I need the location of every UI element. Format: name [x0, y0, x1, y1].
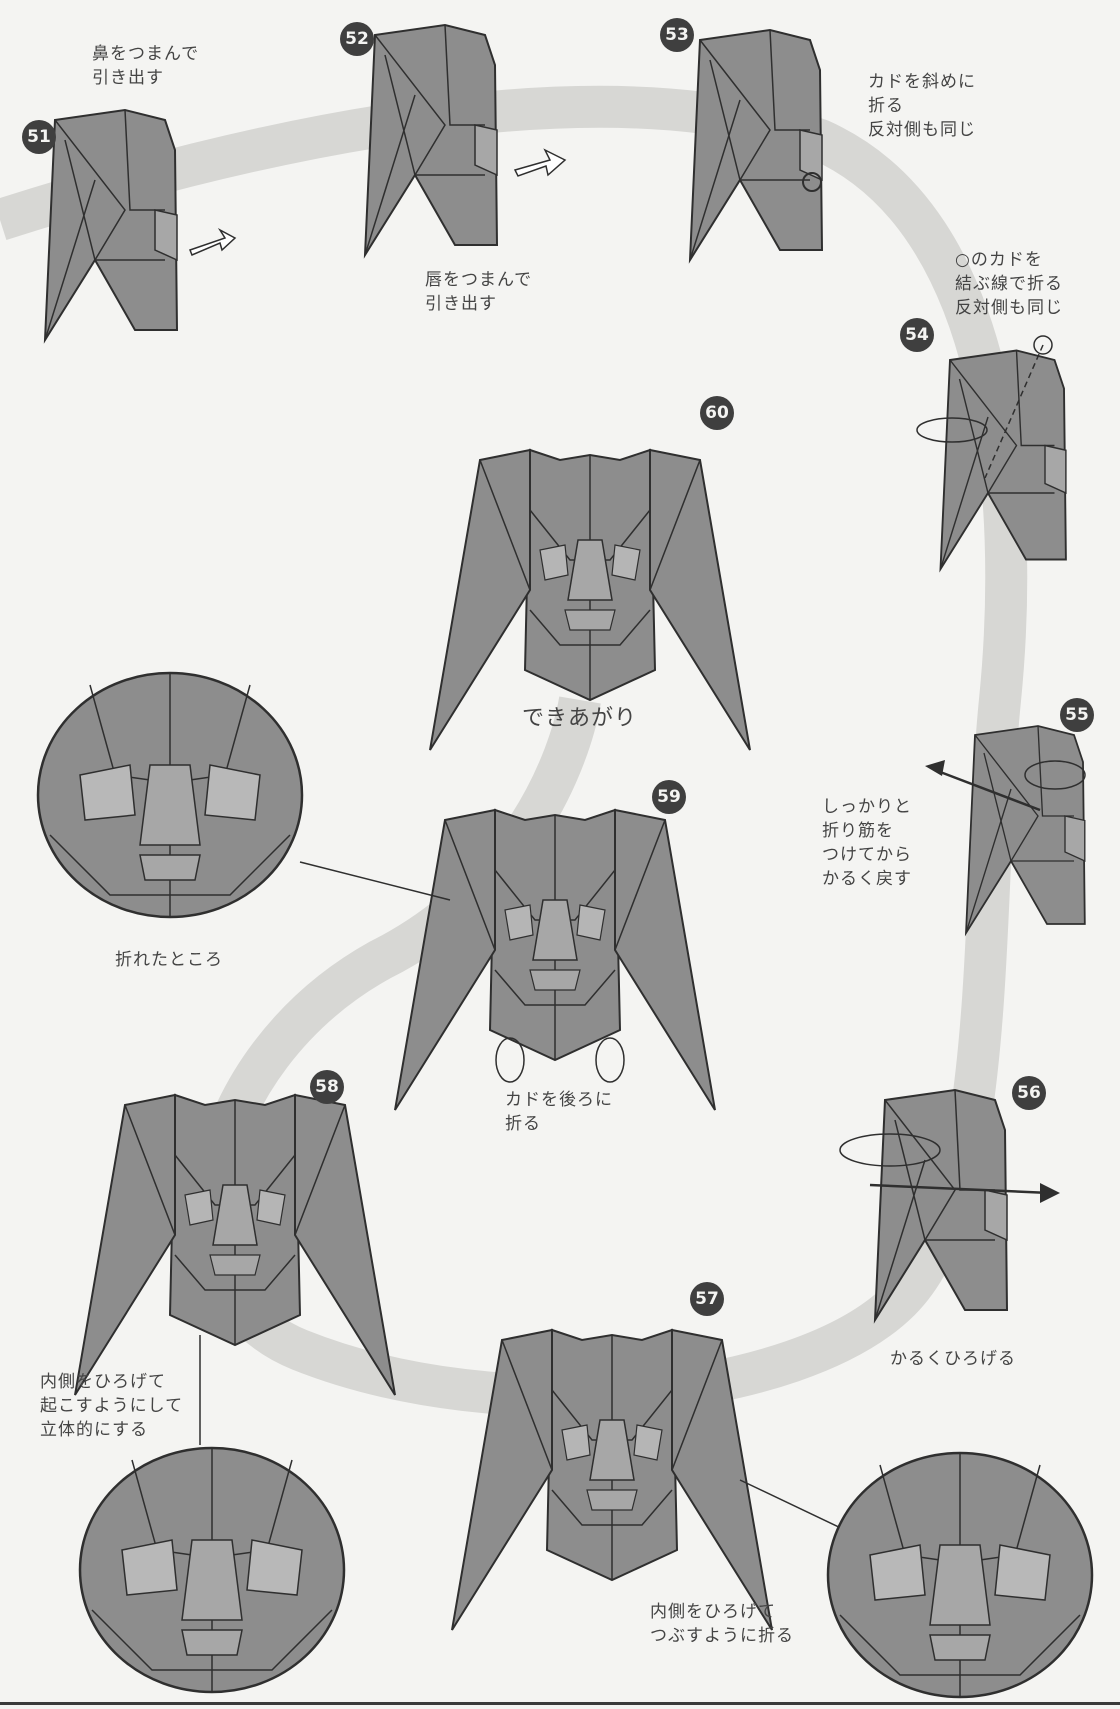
leader-line: [740, 1480, 845, 1530]
step-59-figure: [395, 810, 715, 1110]
step-52-caption: 唇をつまんで 引き出す: [425, 268, 532, 316]
step-number: 56: [1012, 1076, 1046, 1110]
page-bottom-rule: [0, 1702, 1120, 1705]
pull-arrow-icon: [515, 150, 565, 176]
step-57-figure: [452, 1330, 772, 1630]
step-52-figure: [365, 25, 497, 255]
detail-circle-58: [80, 1448, 344, 1692]
step-number: 54: [900, 318, 934, 352]
step-number: 58: [310, 1070, 344, 1104]
back-fold-arrow-icon: [596, 1038, 624, 1082]
detail-circle-57: [828, 1453, 1092, 1697]
step-number: 51: [22, 120, 56, 154]
step-number: 57: [690, 1282, 724, 1316]
step-55-caption: しっかりと 折り筋を つけてから かるく戻す: [822, 795, 912, 891]
step-51-figure: [45, 110, 177, 340]
step-56-caption: かるくひろげる: [890, 1347, 1016, 1371]
step-number: 53: [660, 18, 694, 52]
step-number: 59: [652, 780, 686, 814]
back-fold-arrow-icon: [496, 1038, 524, 1082]
step-51-caption: 鼻をつまんで 引き出す: [92, 42, 199, 90]
step-59-caption: カドを後ろに 折る: [505, 1088, 613, 1136]
step-number: 60: [700, 396, 734, 430]
step-53-caption: カドを斜めに 折る 反対側も同じ: [868, 70, 976, 142]
arrowhead-icon: [1040, 1183, 1060, 1203]
detail-caption: 折れたところ: [115, 948, 223, 972]
detail-circle-59: [38, 673, 302, 917]
step-54-caption: ○のカドを 結ぶ線で折る 反対側も同じ: [955, 248, 1063, 320]
step-57-caption: 内側をひろげて つぶすように折る: [650, 1600, 794, 1648]
step-60-caption: できあがり: [522, 707, 637, 731]
pull-arrow-icon: [190, 230, 235, 255]
leader-line: [300, 862, 450, 900]
step-55-figure: [966, 726, 1085, 933]
step-number: 52: [340, 22, 374, 56]
step-58-caption: 内側をひろげて 起こすようにして 立体的にする: [40, 1370, 183, 1442]
arrowhead-icon: [925, 760, 945, 776]
step-53-figure: [690, 30, 822, 260]
step-number: 55: [1060, 698, 1094, 732]
step-56-figure: [875, 1090, 1007, 1320]
